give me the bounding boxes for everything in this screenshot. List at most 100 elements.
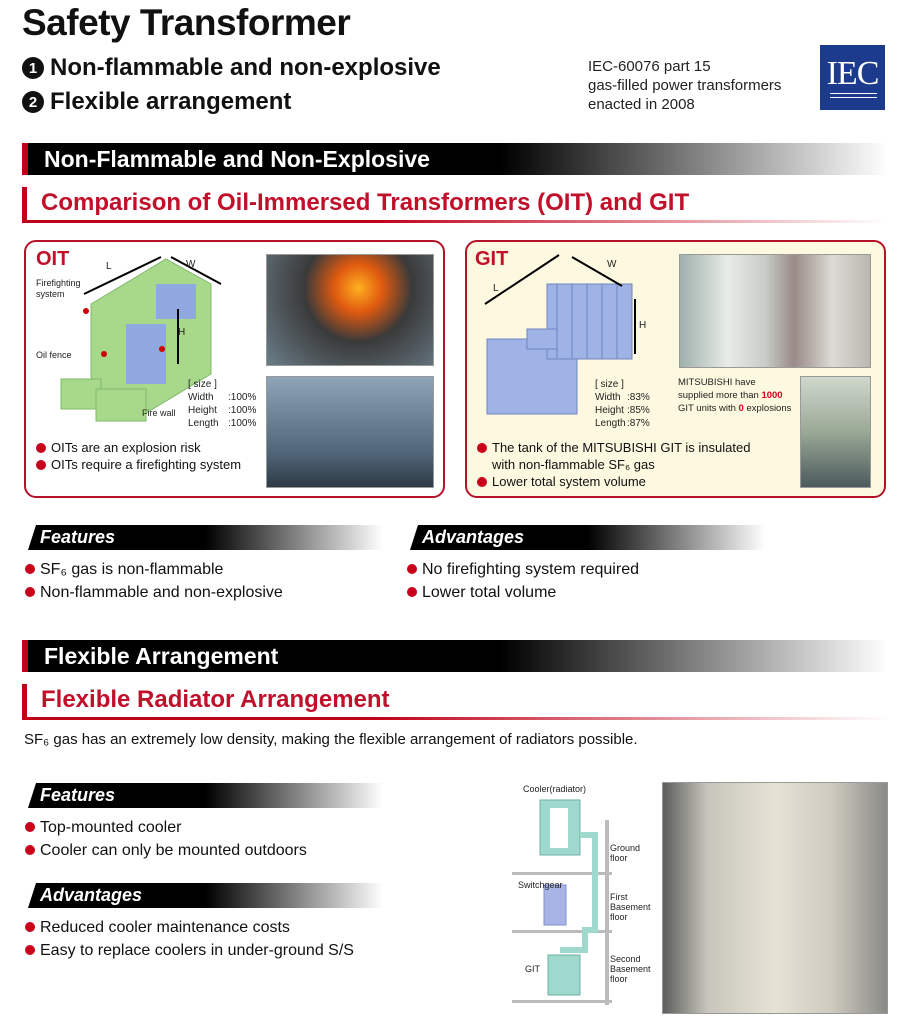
iec-line: gas-filled power transformers: [588, 77, 782, 94]
bullet-text: Reduced cooler maintenance costs: [40, 919, 290, 936]
bullet-text: OITs require a firefighting system: [51, 457, 242, 472]
bullet-item: No firefighting system required: [407, 558, 639, 581]
size-title: [ size ]: [188, 379, 217, 390]
bullet-item: The tank of the MITSUBISHI GIT is insula…: [477, 439, 777, 473]
bullet-icon: [25, 587, 35, 597]
size-row: Width :100%: [188, 391, 256, 404]
point-text: Flexible arrangement: [50, 88, 292, 115]
dim-l: L: [106, 261, 112, 272]
bullet-text: Easy to replace coolers in under-ground …: [40, 942, 354, 959]
bullet-icon: [25, 845, 35, 855]
bullet-text: The tank of the MITSUBISHI GIT is insula…: [492, 440, 751, 472]
size-value: :100%: [228, 405, 257, 416]
size-value: :87%: [627, 418, 650, 429]
subheading-radiator: Flexible Radiator Arrangement: [22, 684, 888, 720]
oit-diagram: [60, 256, 222, 422]
git-record-note: MITSUBISHI have supplied more than 1000 …: [678, 376, 791, 415]
git-box: GIT L W H [ size ] Width :83% Height:85% …: [465, 240, 886, 498]
git-size-table: [ size ] Width :83% Height:85% Length:87%: [595, 378, 650, 430]
bullet-item: Lower total volume: [407, 581, 639, 604]
features-list: SF₆ gas is non-flammable Non-flammable a…: [25, 558, 283, 604]
bullet-item: Lower total system volume: [477, 473, 777, 490]
note-line: GIT units with 0 explosions: [678, 402, 791, 415]
dim-w: W: [607, 259, 617, 270]
note-line: MITSUBISHI have: [678, 377, 756, 388]
bullet-icon: [25, 564, 35, 574]
oit-fire-photo: [266, 254, 434, 366]
size-value: :100%: [228, 418, 257, 429]
dim-l: L: [493, 283, 499, 294]
size-row: Height:85%: [595, 404, 650, 417]
note-line: supplied more than 1000: [678, 389, 791, 402]
callout-oil-fence: Oil fence: [36, 350, 72, 360]
bullet-icon: [36, 460, 46, 470]
advantages-list: No firefighting system required Lower to…: [407, 558, 639, 604]
bullet-item: SF₆ gas is non-flammable: [25, 558, 283, 581]
oit-burned-photo: [266, 376, 434, 488]
bullet-icon: [25, 922, 35, 932]
callout-firefighting: Firefighting system: [36, 278, 81, 299]
git-label: GIT: [475, 248, 509, 270]
iec-line: IEC-60076 part 15: [588, 58, 711, 75]
bullet-icon: [25, 945, 35, 955]
iec-logo: IEC: [820, 45, 885, 110]
intro-text: SF₆ gas has an extremely low density, ma…: [24, 731, 638, 748]
label-first-basement: First Basement floor: [610, 892, 651, 922]
features-tag: Features: [28, 525, 383, 550]
bullet-text: Top-mounted cooler: [40, 819, 182, 836]
features-list: Top-mounted cooler Cooler can only be mo…: [25, 816, 307, 862]
callout-fire-wall: Fire wall: [142, 408, 176, 418]
oit-size-table: [ size ] Width :100% Height:100% Length :1…: [188, 378, 256, 430]
bullet-item: OITs are an explosion risk: [36, 439, 241, 456]
size-label: Length: [595, 418, 626, 429]
git-installation-photo: [679, 254, 871, 368]
advantages-list: Reduced cooler maintenance costs Easy to…: [25, 916, 354, 962]
page-title: Safety Transformer: [22, 2, 351, 43]
size-title: [ size ]: [595, 379, 624, 390]
bullet-item: Reduced cooler maintenance costs: [25, 916, 354, 939]
bullet-text: Lower total system volume: [492, 474, 646, 489]
section-bar-nonflammable: Non-Flammable and Non-Explosive: [22, 143, 888, 175]
size-row: Width :83%: [595, 391, 650, 404]
dim-h: H: [178, 327, 186, 338]
size-label: Height: [595, 405, 624, 416]
label-ground-floor: Ground floor: [610, 843, 641, 863]
size-label: Width: [188, 392, 214, 403]
bullet-text: SF₆ gas is non-flammable: [40, 561, 224, 578]
bullet-text: OITs are an explosion risk: [51, 440, 201, 455]
dim-w: W: [186, 259, 196, 270]
radiator-arrangement-diagram: [512, 799, 612, 1005]
bullet-icon: [36, 443, 46, 453]
size-row: Length :100%: [188, 417, 256, 430]
size-value: :83%: [627, 392, 650, 403]
iec-logo-text: IEC: [826, 54, 880, 92]
subheading-text: Flexible Radiator Arrangement: [41, 686, 390, 713]
git-radiator-photo: [662, 782, 888, 1014]
bullet-icon: [25, 822, 35, 832]
explosion-count: 0: [738, 403, 744, 414]
dim-h: H: [639, 320, 647, 331]
bullet-text: Cooler can only be mounted outdoors: [40, 842, 307, 859]
label-switchgear: Switchgear: [518, 880, 563, 890]
label-second-basement: Second Basement floor: [610, 954, 651, 984]
git-unit-photo: [800, 376, 871, 488]
oit-bullets: OITs are an explosion risk OITs require …: [36, 439, 241, 473]
advantages-tag: Advantages: [410, 525, 765, 550]
bullet-item: Easy to replace coolers in under-ground …: [25, 939, 354, 962]
size-row: Height:100%: [188, 404, 256, 417]
iec-line: enacted in 2008: [588, 96, 695, 113]
size-value: :100%: [228, 392, 257, 403]
size-label: Length: [188, 418, 219, 429]
point-text: Non-flammable and non-explosive: [50, 54, 441, 81]
size-label: Width: [595, 392, 621, 403]
unit-count: 1000: [761, 390, 783, 401]
number-badge: 2: [22, 91, 44, 113]
label-git: GIT: [525, 964, 540, 974]
bullet-text: No firefighting system required: [422, 561, 639, 578]
bullet-icon: [477, 443, 487, 453]
section-bar-flexible: Flexible Arrangement: [22, 640, 888, 672]
features-tag: Features: [28, 783, 383, 808]
bullet-item: OITs require a firefighting system: [36, 456, 241, 473]
bullet-icon: [407, 587, 417, 597]
bullet-item: Cooler can only be mounted outdoors: [25, 839, 307, 862]
